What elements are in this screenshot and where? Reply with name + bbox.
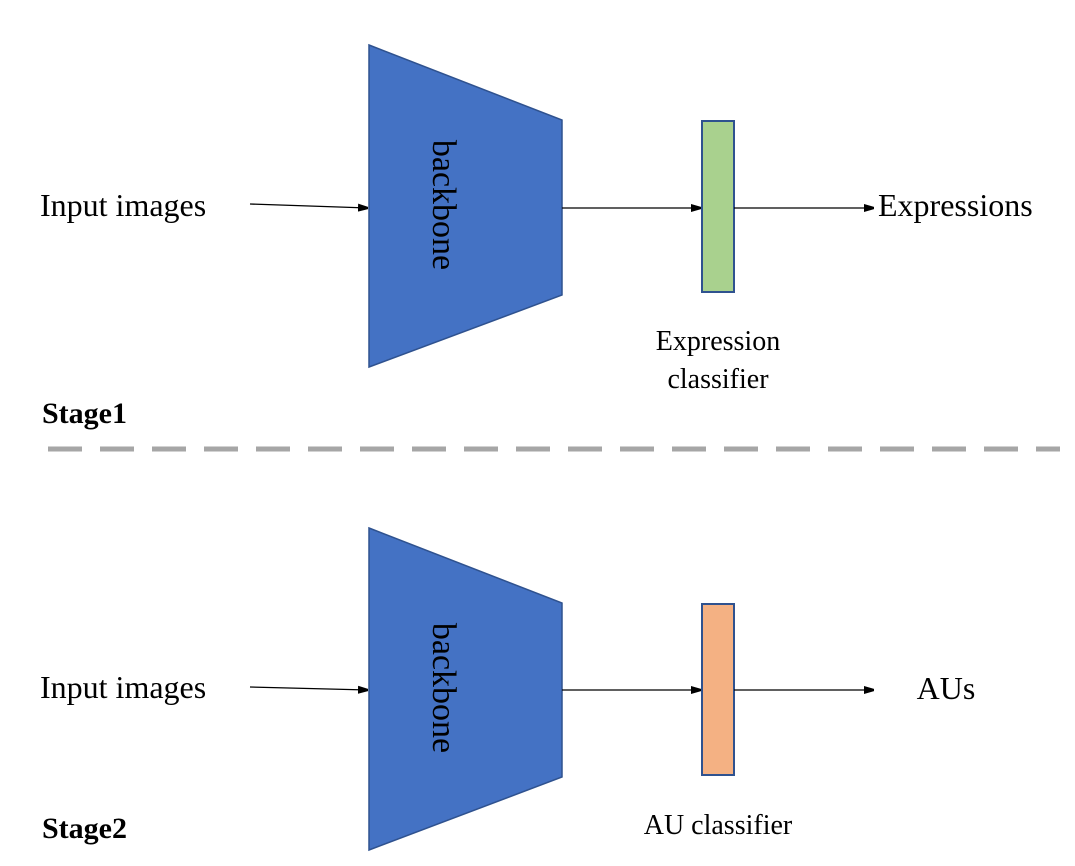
stage2-backbone-label: backbone [425, 623, 462, 753]
expression-classifier-block [701, 120, 735, 293]
stage1-backbone-shape [368, 43, 563, 369]
expression-classifier-label-line2: classifier [667, 364, 769, 395]
stage1-input-arrow [249, 203, 368, 208]
expression-classifier-label: Expression [656, 326, 780, 357]
stage1-backbone-label: backbone [425, 140, 462, 270]
stage1-input-label: Input images [40, 187, 206, 223]
stage1-label: Stage1 [42, 397, 127, 430]
au-classifier-block [701, 603, 735, 776]
stage2-backbone-shape [368, 526, 563, 852]
stage2-label: Stage2 [42, 812, 127, 845]
stage2-input-label: Input images [40, 669, 206, 705]
au-classifier-label: AU classifier [644, 810, 793, 841]
stage1-output-label: Expressions [878, 187, 1033, 223]
stage2-output-label: AUs [917, 670, 976, 706]
stage2-input-arrow [249, 687, 368, 690]
